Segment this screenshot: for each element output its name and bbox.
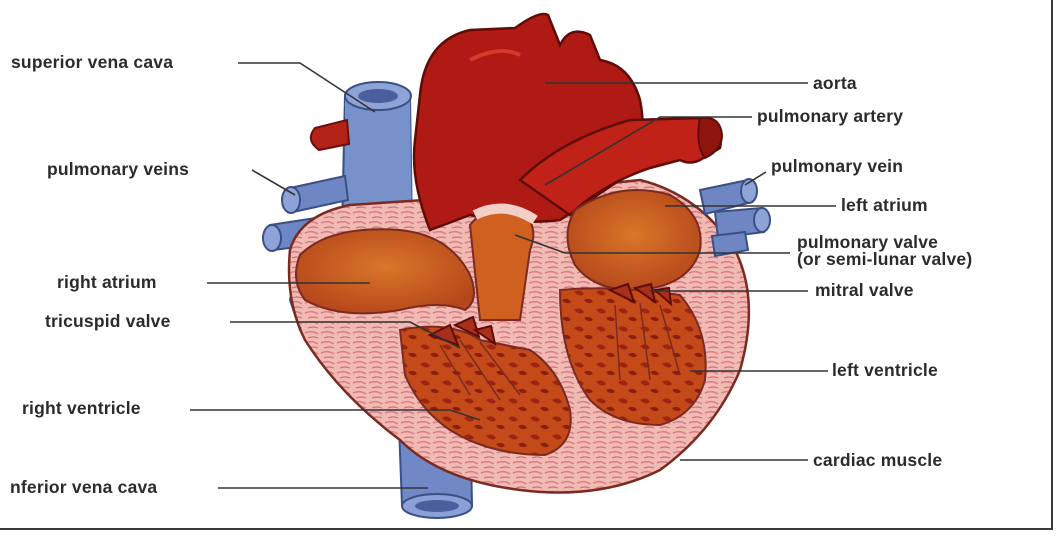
label-superior-vena-cava: superior vena cava xyxy=(11,53,173,72)
label-aorta: aorta xyxy=(813,74,857,93)
label-tricuspid-valve: tricuspid valve xyxy=(45,312,171,331)
label-pulmonary-veins: pulmonary veins xyxy=(47,160,189,179)
label-right-ventricle: right ventricle xyxy=(22,399,141,418)
left-atrium-chamber xyxy=(568,190,701,290)
label-inferior-vena-cava: nferior vena cava xyxy=(10,478,157,497)
label-right-atrium: right atrium xyxy=(57,273,157,292)
label-left-atrium: left atrium xyxy=(841,196,928,215)
label-cardiac-muscle: cardiac muscle xyxy=(813,451,942,470)
label-mitral-valve: mitral valve xyxy=(815,281,914,300)
label-left-ventricle: left ventricle xyxy=(832,361,938,380)
label-pulmonary-artery: pulmonary artery xyxy=(757,107,903,126)
right-pulmonary-artery-branch xyxy=(311,120,349,150)
label-pulmonary-vein: pulmonary vein xyxy=(771,157,903,176)
label-pulmonary-valve-alt: (or semi-lunar valve) xyxy=(797,251,972,268)
